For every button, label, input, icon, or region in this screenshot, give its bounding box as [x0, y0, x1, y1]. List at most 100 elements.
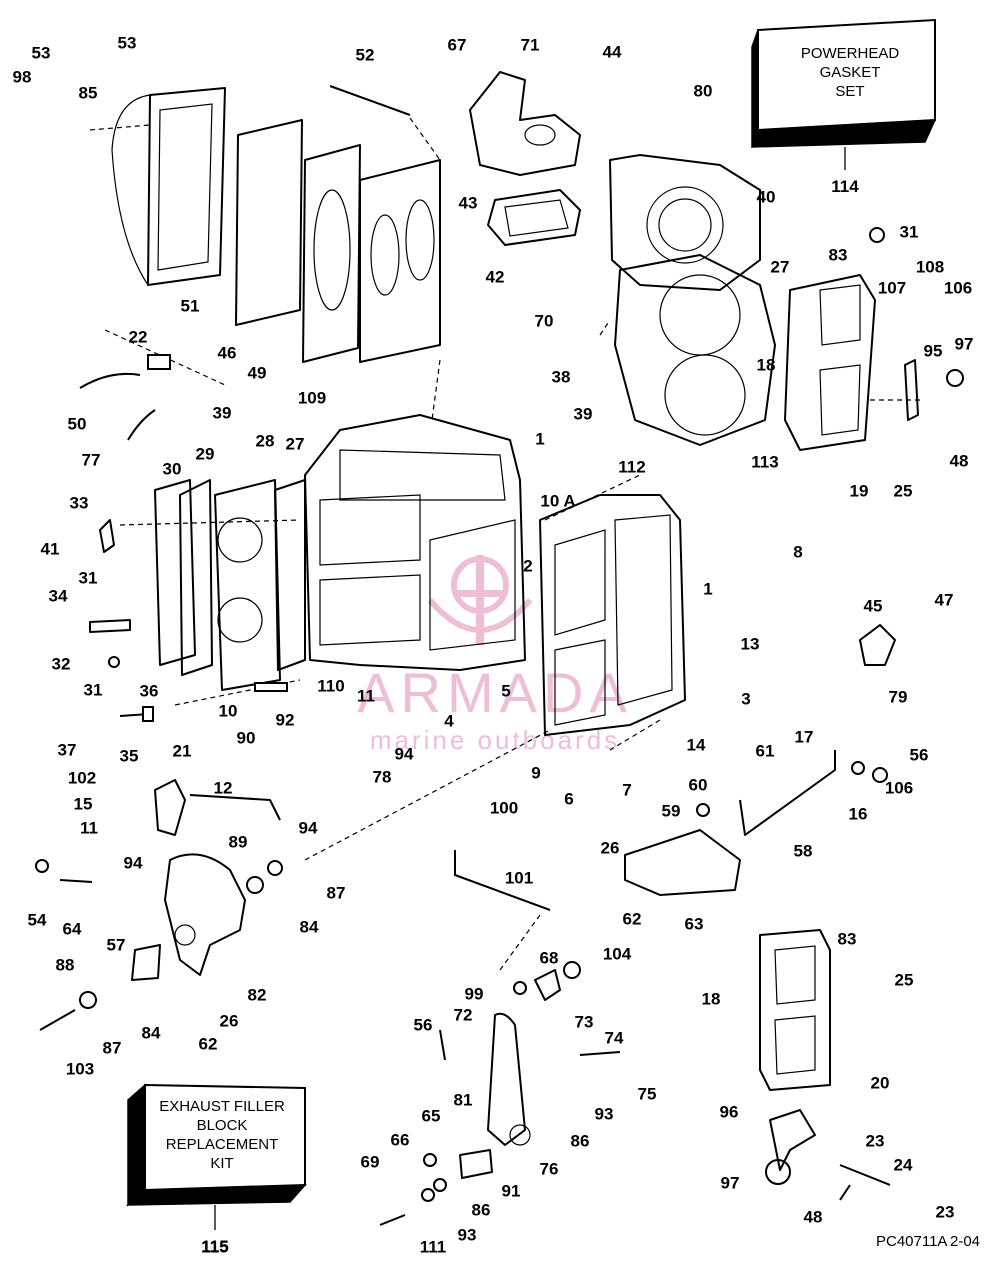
- callout-26-110: 26: [220, 1011, 239, 1030]
- callout-94-90: 94: [124, 853, 143, 872]
- callout-70-19: 70: [535, 311, 554, 330]
- callout-61-70: 61: [756, 741, 775, 760]
- callout-25-103: 25: [895, 970, 914, 989]
- callout-38-25: 38: [552, 367, 571, 386]
- callout-34-49: 34: [49, 586, 68, 605]
- thermostat-housing-group: [469, 71, 581, 246]
- callout-3-58: 3: [741, 689, 750, 708]
- callout-7-78: 7: [622, 780, 631, 799]
- callout-19-40: 19: [850, 481, 869, 500]
- callout-9-73: 9: [531, 763, 540, 782]
- callout-87-113: 87: [103, 1038, 122, 1057]
- callout-69-127: 69: [361, 1152, 380, 1171]
- left-fittings-group: [79, 354, 288, 722]
- callout-11-60: 11: [357, 686, 375, 705]
- callout-31-54: 31: [84, 680, 103, 699]
- exhaust-box-line-2: BLOCK: [197, 1117, 248, 1134]
- callout-28-34: 28: [256, 431, 275, 450]
- callout-2-45: 2: [523, 556, 532, 575]
- callout-86-122: 86: [571, 1131, 590, 1150]
- callout-86-130: 86: [472, 1200, 491, 1219]
- callout-31-13: 31: [900, 222, 919, 241]
- callout-27-12: 27: [771, 257, 790, 276]
- callout-75-117: 75: [638, 1084, 657, 1103]
- drawing-code: PC40711A: [876, 1233, 947, 1250]
- callout-11-85: 11: [80, 818, 98, 837]
- callout-66-124: 66: [391, 1130, 410, 1149]
- callout-36-55: 36: [140, 681, 159, 700]
- reference-lines: [304, 319, 920, 971]
- callout-79-57: 79: [889, 687, 908, 706]
- callout-18-106: 18: [702, 989, 721, 1008]
- callout-49-26: 49: [248, 363, 267, 382]
- callout-10-61: 10: [219, 701, 238, 720]
- exhaust-box-line-3: REPLACEMENT: [166, 1136, 279, 1153]
- watermark-anchor-icon: [427, 555, 533, 645]
- powerhead-box-line-1: POWERHEAD: [801, 45, 900, 62]
- watermark-brand: ARMADA: [357, 661, 633, 724]
- callout-90-67: 90: [237, 728, 256, 747]
- callout-15-81: 15: [74, 794, 93, 813]
- callout-97-129: 97: [721, 1173, 740, 1192]
- callout-62-114: 62: [199, 1034, 218, 1053]
- callout-65-121: 65: [422, 1106, 441, 1125]
- powerhead-box-line-3: SET: [835, 83, 864, 100]
- callout-109-27: 109: [298, 388, 326, 407]
- powerhead-box-number: 114: [831, 177, 859, 196]
- callout-80-8: 80: [694, 81, 713, 100]
- callout-1-33: 1: [535, 429, 544, 448]
- callout-91-128: 91: [502, 1181, 521, 1200]
- callout-6-77: 6: [564, 789, 573, 808]
- callout-45-50: 45: [864, 596, 883, 615]
- callout-85-3: 85: [79, 83, 98, 102]
- callout-110-59: 110: [317, 676, 344, 695]
- callout-82-105: 82: [248, 985, 267, 1004]
- callout-102-75: 102: [68, 768, 96, 787]
- callout-62-95: 62: [623, 909, 642, 928]
- callout-104-101: 104: [603, 944, 632, 963]
- callout-37-65: 37: [58, 740, 77, 759]
- callout-53-0: 53: [118, 33, 137, 52]
- callout-88-102: 88: [56, 955, 75, 974]
- callout-21-72: 21: [173, 741, 192, 760]
- callout-40-10: 40: [757, 187, 776, 206]
- callout-112-38: 112: [618, 457, 645, 476]
- callout-30-37: 30: [163, 459, 182, 478]
- exhaust-box-line-1: EXHAUST FILLER: [159, 1098, 285, 1115]
- callout-12-76: 12: [214, 778, 233, 797]
- callout-92-62: 92: [276, 710, 295, 729]
- callout-25-41: 25: [894, 481, 913, 500]
- powerhead-box-line-2: GASKET: [820, 64, 881, 81]
- callout-78-74: 78: [373, 767, 392, 786]
- callout-83-14: 83: [829, 245, 848, 264]
- callout-74-112: 74: [605, 1028, 624, 1047]
- callout-33-43: 33: [70, 493, 89, 512]
- callout-4-63: 4: [444, 711, 454, 730]
- shift-linkage-group: [624, 624, 896, 896]
- callout-44-7: 44: [603, 42, 622, 61]
- callout-47-51: 47: [935, 590, 954, 609]
- drawing-date: 2-04: [950, 1233, 980, 1250]
- callout-106-17: 106: [944, 278, 972, 297]
- callout-94-86: 94: [299, 818, 318, 837]
- callout-99-104: 99: [465, 984, 484, 1003]
- callout-56-71: 56: [910, 745, 929, 764]
- crankcase-block: [304, 414, 526, 671]
- callout-16-83: 16: [849, 804, 868, 823]
- callout-20-115: 20: [871, 1073, 890, 1092]
- reed-valve-group-upper: [784, 227, 964, 451]
- callout-54-93: 54: [28, 910, 47, 929]
- callout-1-48: 1: [703, 579, 712, 598]
- callout-96-120: 96: [720, 1102, 739, 1121]
- cylinder-head-group: [609, 154, 776, 446]
- callout-98-2: 98: [13, 67, 32, 86]
- callout-31-47: 31: [79, 568, 98, 587]
- watermark-tagline: marine outboards: [370, 725, 620, 755]
- callout-100-82: 100: [490, 798, 518, 817]
- callout-60-79: 60: [689, 775, 708, 794]
- callout-42-11: 42: [486, 267, 505, 286]
- callout-83-98: 83: [838, 929, 857, 948]
- callout-58-89: 58: [794, 841, 813, 860]
- callout-67-5: 67: [448, 35, 467, 54]
